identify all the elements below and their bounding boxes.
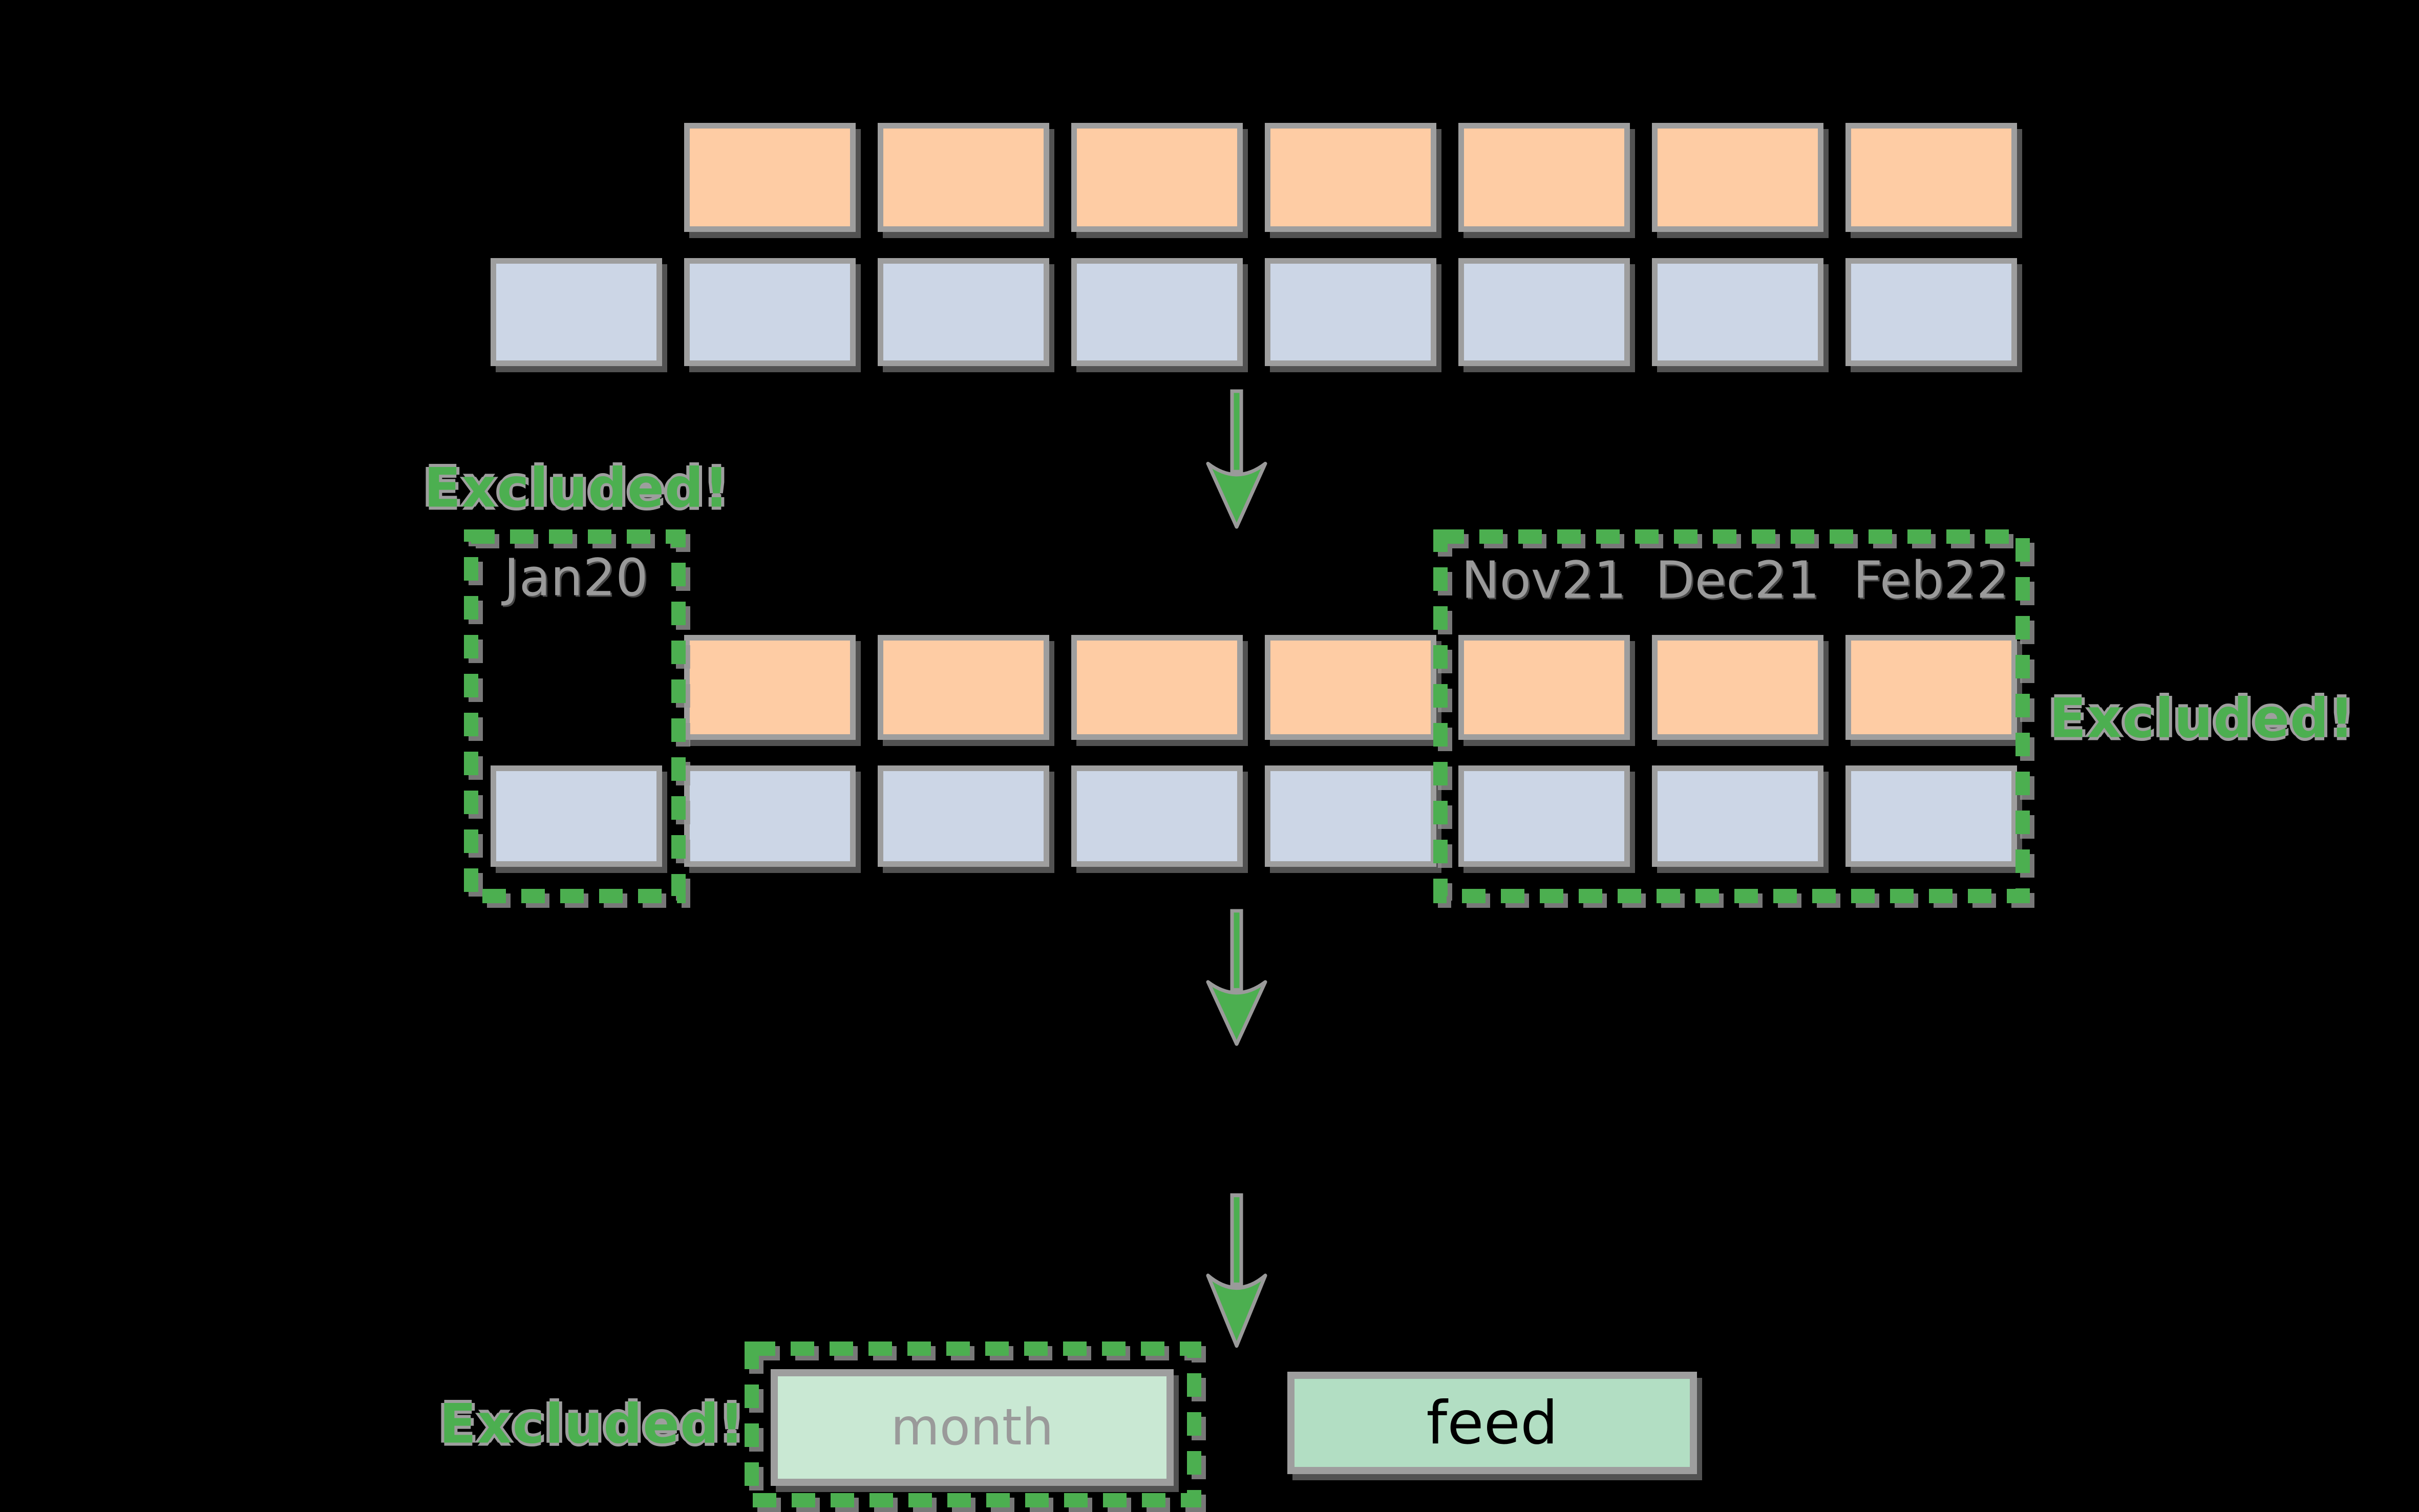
column-label-jan20: Jan20: [504, 547, 648, 608]
feature-box: [878, 635, 1049, 740]
target-box: [1652, 258, 1823, 366]
feature-box: [1845, 123, 2017, 232]
feature-box: [878, 123, 1049, 232]
excluded-label-bottom-left: Excluded!: [439, 1392, 745, 1456]
exclusion-dashed-box-month: [745, 1341, 1206, 1512]
down-arrow-icon: [1206, 389, 1267, 529]
feature-box: [1071, 123, 1243, 232]
down-arrow-icon: [1206, 909, 1267, 1046]
target-box: [491, 258, 662, 366]
target-box: [878, 765, 1049, 867]
feature-box: [1652, 635, 1823, 740]
exclusion-dashed-box-recent-months: [1433, 529, 2034, 908]
target-box: [1071, 258, 1243, 366]
column-label-nov21: Nov21: [1461, 550, 1627, 610]
feature-box: [1845, 635, 2017, 740]
feature-box: [1652, 123, 1823, 232]
feature-box: [1458, 635, 1630, 740]
exclusion-dashed-box-jan20: [464, 529, 690, 908]
feed-output-box: feed: [1287, 1372, 1697, 1474]
target-box: [1458, 258, 1630, 366]
month-output-box: month: [771, 1369, 1174, 1486]
feature-box: [684, 635, 856, 740]
target-box: [878, 258, 1049, 366]
month-output-label: month: [890, 1398, 1054, 1457]
column-label-feb22: Feb22: [1853, 550, 2009, 610]
target-box: [684, 258, 856, 366]
excluded-label-right: Excluded!: [2049, 687, 2355, 750]
feature-box: [684, 123, 856, 232]
down-arrow-icon: [1206, 1193, 1267, 1348]
target-box: [1845, 765, 2017, 867]
target-box: [1265, 258, 1436, 366]
column-label-dec21: Dec21: [1655, 550, 1820, 610]
feature-box: [1458, 123, 1630, 232]
target-box: [1458, 765, 1630, 867]
target-box: [1071, 765, 1243, 867]
feature-box: [1265, 635, 1436, 740]
target-box: [1652, 765, 1823, 867]
target-box: [491, 765, 662, 867]
target-box: [1845, 258, 2017, 366]
feature-box: [1265, 123, 1436, 232]
target-box: [1265, 765, 1436, 867]
feed-output-label: feed: [1426, 1388, 1558, 1458]
target-box: [684, 765, 856, 867]
excluded-label-top-left: Excluded!: [423, 456, 730, 520]
feature-box: [1071, 635, 1243, 740]
